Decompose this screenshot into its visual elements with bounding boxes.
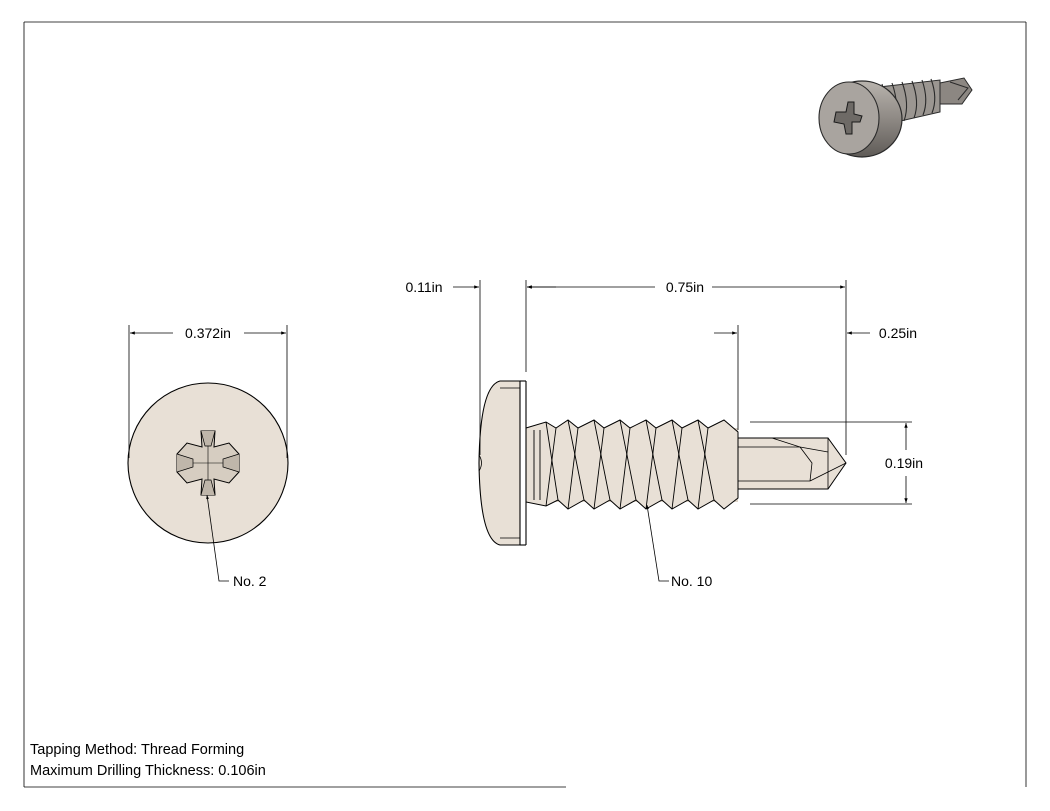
note-tapping-method: Tapping Method: Thread Forming xyxy=(30,742,244,758)
sheet-border xyxy=(23,21,1027,788)
dimension-thread-diameter: 0.19in xyxy=(750,421,923,505)
dimension-label-head-height: 0.11in xyxy=(405,279,442,295)
dimension-drill-point-length: 0.25in xyxy=(714,325,917,430)
note-max-drilling-thickness: Maximum Drilling Thickness: 0.106in xyxy=(30,763,266,779)
dimension-label-length: 0.75in xyxy=(666,279,704,295)
callout-label-drive-size: No. 2 xyxy=(233,573,267,589)
callout-label-screw-size: No. 10 xyxy=(671,573,712,589)
dimension-label-drill-point-length: 0.25in xyxy=(879,325,917,341)
callout-drive-size: No. 2 xyxy=(206,494,267,589)
end-view xyxy=(127,382,289,544)
isometric-render xyxy=(818,77,973,158)
dimension-head-diameter: 0.372in xyxy=(128,325,288,458)
dimension-label-head-diameter: 0.372in xyxy=(185,325,231,341)
dimension-label-thread-diameter: 0.19in xyxy=(885,455,923,471)
dimension-head-height: 0.11in xyxy=(405,279,556,455)
dimension-length: 0.75in xyxy=(527,279,847,455)
callout-screw-size: No. 10 xyxy=(646,504,712,589)
side-view xyxy=(478,380,847,546)
notes-block: Tapping Method: Thread Forming Maximum D… xyxy=(30,742,266,779)
phillips-drive-icon xyxy=(176,430,240,496)
